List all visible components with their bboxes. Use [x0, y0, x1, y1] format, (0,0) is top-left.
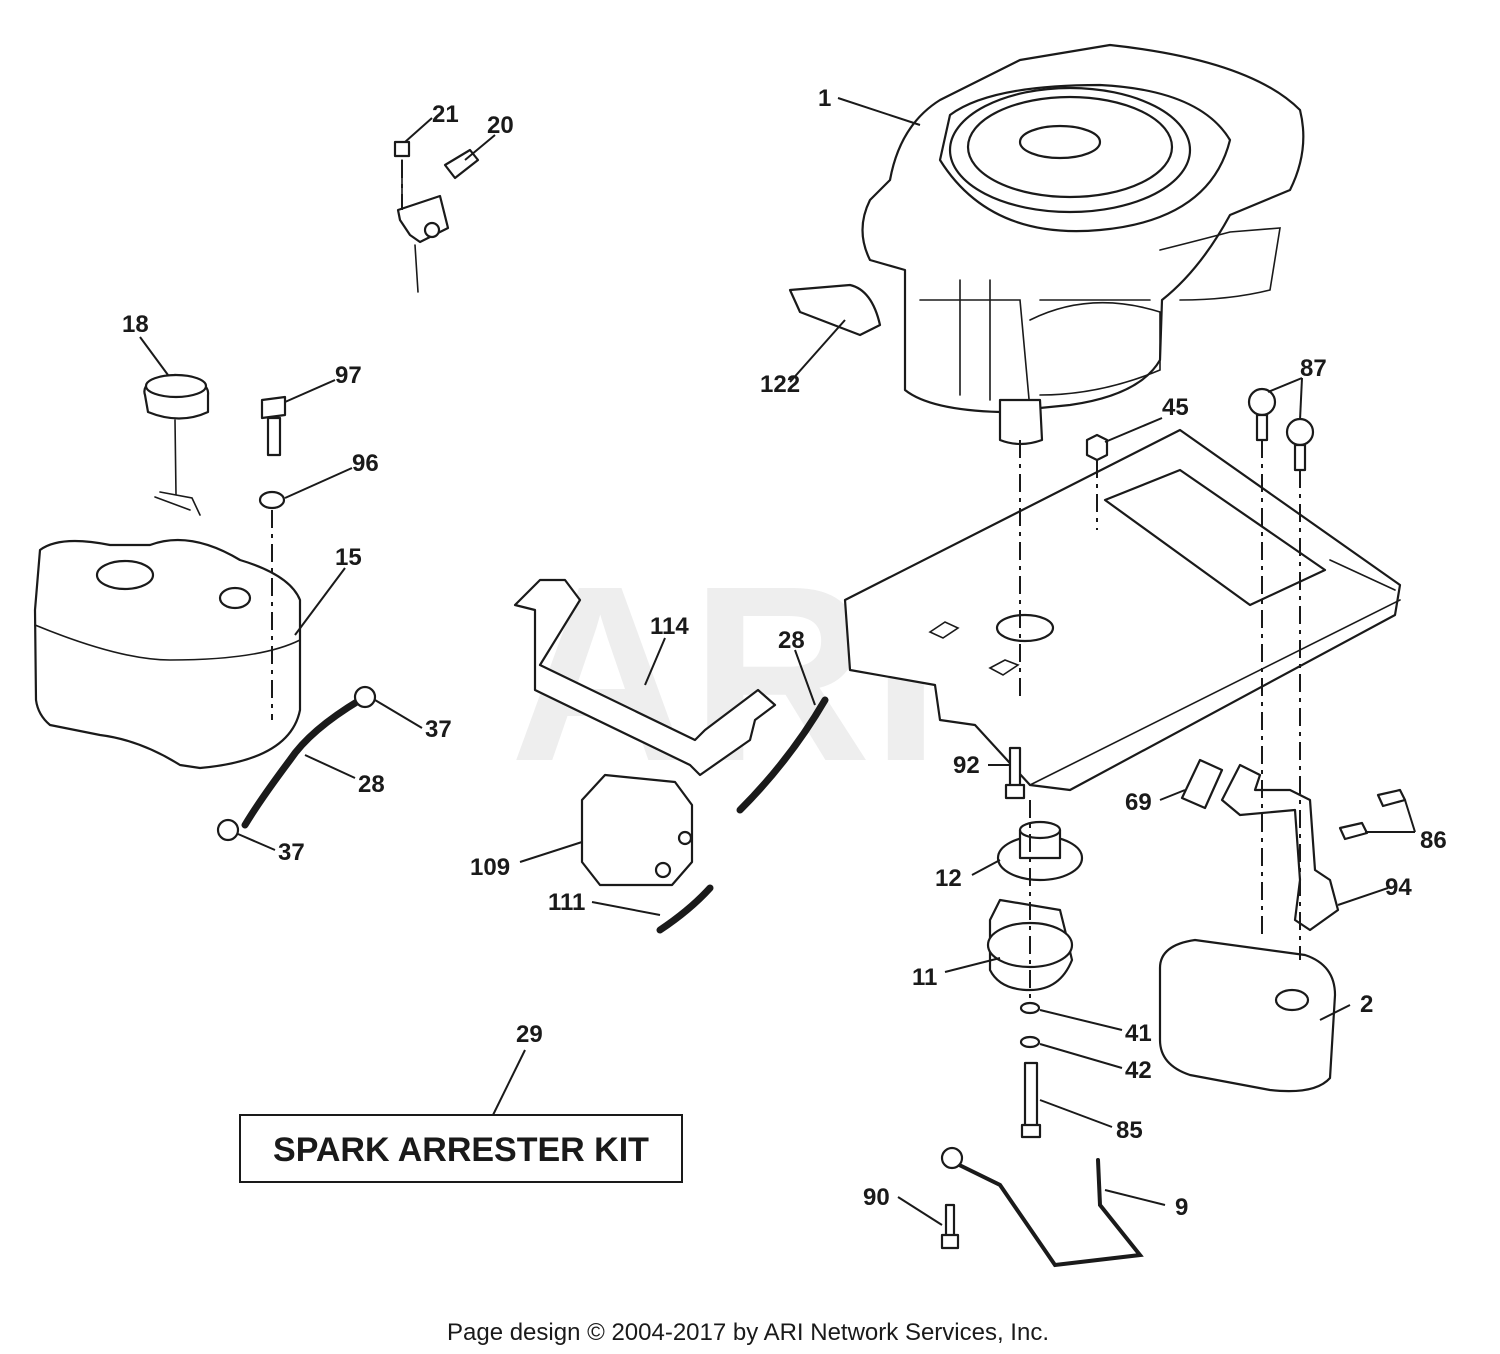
- screw-86-upper[interactable]: [1376, 788, 1407, 808]
- center-lines: [271, 160, 1301, 1000]
- callout-37-lower: 37: [278, 839, 305, 866]
- callout-41: 41: [1125, 1020, 1152, 1047]
- screw-86-lower[interactable]: [1338, 821, 1369, 841]
- engine-pulley[interactable]: [996, 820, 1084, 882]
- mounting-bracket[interactable]: [513, 578, 777, 777]
- screws-87[interactable]: [1247, 387, 1315, 472]
- callout-labels: 1 21 20 18 97 96 15 37 28 37 114 28 109 …: [122, 85, 1447, 1221]
- clamp-37-lower[interactable]: [216, 818, 240, 842]
- callout-28-right: 28: [778, 627, 805, 654]
- bolt-92[interactable]: [1004, 746, 1026, 800]
- callout-2: 2: [1360, 991, 1373, 1018]
- leader-lines: [139, 97, 1416, 1226]
- bracket-rod[interactable]: [943, 1156, 1144, 1268]
- callout-86: 86: [1420, 827, 1447, 854]
- washer-42[interactable]: [1019, 1035, 1041, 1049]
- bolt-97[interactable]: [260, 395, 287, 457]
- callout-87: 87: [1300, 355, 1327, 382]
- bolt-85[interactable]: [1020, 1061, 1042, 1139]
- callout-122: 122: [760, 371, 800, 398]
- fuel-filter[interactable]: [580, 773, 694, 887]
- callout-42: 42: [1125, 1057, 1152, 1084]
- callout-1: 1: [818, 85, 831, 112]
- washer-96[interactable]: [258, 490, 286, 510]
- throttle-control[interactable]: [393, 140, 480, 293]
- callout-9: 9: [1175, 1194, 1188, 1221]
- callout-92: 92: [953, 752, 980, 779]
- callout-11: 11: [912, 964, 937, 991]
- engine[interactable]: [861, 43, 1305, 446]
- heat-shield[interactable]: [788, 283, 882, 337]
- clamp-37-upper[interactable]: [353, 685, 377, 709]
- washer-41[interactable]: [1019, 1001, 1041, 1015]
- fuel-line[interactable]: [241, 696, 364, 829]
- callout-21: 21: [432, 101, 459, 128]
- callout-97: 97: [335, 362, 362, 389]
- callout-90: 90: [863, 1184, 890, 1211]
- callout-111: 111: [548, 889, 585, 916]
- callout-29: 29: [516, 1021, 543, 1048]
- exhaust-pipe[interactable]: [1220, 763, 1340, 932]
- hose-111[interactable]: [656, 884, 714, 934]
- fuel-cap[interactable]: [143, 373, 210, 516]
- callout-85: 85: [1116, 1117, 1143, 1144]
- copyright-footer: Page design © 2004-2017 by ARI Network S…: [447, 1319, 1049, 1346]
- fuel-line-2[interactable]: [736, 696, 829, 814]
- callout-20: 20: [487, 112, 514, 139]
- callout-45: 45: [1162, 394, 1189, 421]
- callout-94: 94: [1385, 874, 1412, 901]
- callout-109: 109: [470, 854, 510, 881]
- gasket-69[interactable]: [1180, 758, 1224, 810]
- bolt-90[interactable]: [940, 1203, 960, 1250]
- callout-15: 15: [335, 544, 362, 571]
- callout-69: 69: [1125, 789, 1152, 816]
- callout-28-left: 28: [358, 771, 385, 798]
- callout-18: 18: [122, 311, 149, 338]
- bracket-rod-eye: [940, 1146, 964, 1170]
- nut-45[interactable]: [1085, 433, 1109, 462]
- fuel-tank[interactable]: [33, 538, 302, 770]
- spark-arrester-kit-label: SPARK ARRESTER KIT: [273, 1131, 649, 1169]
- callout-37-upper: 37: [425, 716, 452, 743]
- callout-12: 12: [935, 865, 962, 892]
- muffler[interactable]: [1158, 938, 1337, 1093]
- callout-96: 96: [352, 450, 379, 477]
- spark-arrester-kit-box[interactable]: SPARK ARRESTER KIT: [239, 1114, 683, 1183]
- callout-114: 114: [650, 613, 689, 640]
